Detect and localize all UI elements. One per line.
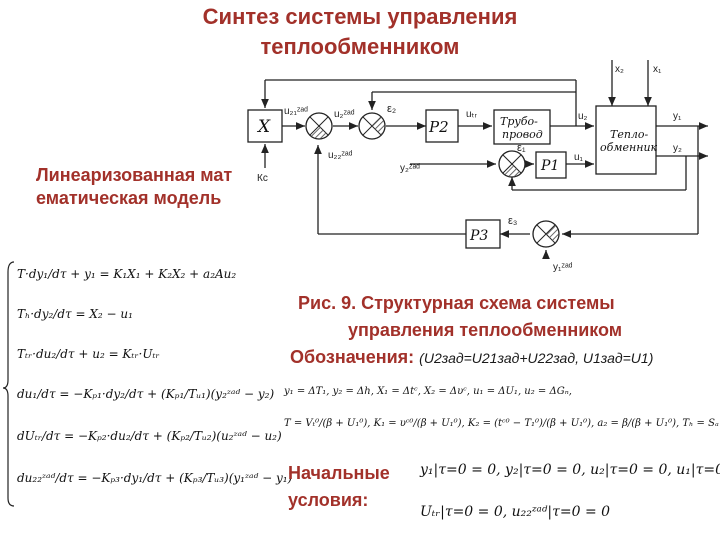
sig-u2: u₂ — [578, 111, 588, 122]
block-x — [247, 109, 283, 143]
caption-line-2: управления теплообменником — [348, 320, 623, 340]
sig-y2: y₂ — [673, 143, 682, 154]
sig-utr: uₜᵣ — [466, 109, 478, 120]
label-pipe-2: провод — [502, 128, 543, 141]
title-line-1: Синтез системы управления — [202, 4, 518, 29]
sig-y1: y₁ — [673, 111, 682, 122]
substitution-1: y₁ = ΔT₁, y₂ = Δh, X₁ = Δtᶜ, X₂ = Δυᶜ, u… — [283, 386, 572, 397]
label-x: X — [256, 117, 271, 137]
label-pipe-1: Трубо- — [500, 115, 538, 128]
block-p3 — [465, 219, 501, 249]
model-label: Линеаризованная математическая модель — [36, 165, 233, 208]
sig-eps2: ε₂ — [387, 103, 396, 115]
label-hx-1: Тепло- — [610, 128, 649, 141]
substitution-2: T = Vₜ⁰/(β + U₁⁰), K₁ = υᶜ⁰/(β + U₁⁰), K… — [284, 418, 719, 429]
notation: Обозначения: (U2зад=U21зад+U22зад, U1зад… — [290, 344, 718, 370]
sig-x1: x₁ — [653, 64, 662, 75]
equation-1: T·dy₁/dτ + y₁ = K₁X₁ + K₂X₂ + a₂Au₂ — [17, 267, 236, 281]
label-p2: P2 — [428, 118, 449, 136]
block-p2 — [425, 109, 459, 143]
block-pipeline — [493, 109, 551, 145]
sig-u2zad: u₂ᶻᵃᵈ — [334, 109, 355, 120]
label-p1: P1 — [540, 158, 559, 174]
block-p1 — [535, 151, 567, 179]
page-title: Синтез системы управления теплообменнико… — [110, 2, 610, 62]
sig-eps3: ε₃ — [508, 215, 517, 227]
sig-y2zad: y₂ᶻᵃᵈ — [400, 163, 420, 174]
caption-line-1: Рис. 9. Структурная схема системы — [298, 293, 615, 313]
sig-eps1: ε₁ — [517, 142, 526, 154]
notation-label: Обозначения: — [290, 347, 415, 367]
title-line-2: теплообменником — [260, 34, 460, 59]
equations-system: T·dy₁/dτ + y₁ = K₁X₁ + K₂X₂ + a₂Au₂ Tₕ·d… — [2, 261, 293, 507]
block-heat-exchanger — [595, 105, 657, 175]
equation-4: du₁/dτ = −Kₚ₁·dy₂/dτ + (Kₚ₁/Tᵤ₁)(y₂ᶻᵃᵈ −… — [17, 387, 274, 401]
equation-6: du₂₂ᶻᵃᵈ/dτ = −Kₚ₃·dy₁/dτ + (Kₚ₃/Tᵤ₃)(y₁ᶻ… — [17, 471, 293, 485]
sig-x2: x₂ — [615, 64, 624, 75]
label-p3: P3 — [469, 228, 488, 244]
label-hx-2: обменник — [600, 141, 658, 154]
equation-5: dUₜᵣ/dτ = −Kₚ₂·du₂/dτ + (Kₚ₂/Tᵤ₂)(u₂ᶻᵃᵈ … — [17, 429, 282, 443]
figure-caption: Рис. 9. Структурная схема системы управл… — [298, 290, 718, 344]
notation-formula: (U2зад=U21зад+U22зад, U1зад=U1) — [419, 350, 654, 366]
equation-3: Tₜᵣ·du₂/dτ + u₂ = Kₜᵣ·Uₜᵣ — [17, 347, 160, 361]
sig-kc: Кс — [257, 173, 268, 184]
initial-conditions-label: Начальные условия: — [288, 463, 390, 510]
equation-2: Tₕ·dy₂/dτ = X₂ − u₁ — [17, 307, 133, 321]
sig-u22: u₂₂ᶻᵃᵈ — [328, 150, 353, 161]
initial-conditions: y₁|τ=0 = 0, y₂|τ=0 = 0, u₂|τ=0 = 0, u₁|τ… — [419, 462, 720, 520]
sig-u1: u₁ — [574, 152, 584, 163]
sig-y1zad: y₁ᶻᵃᵈ — [553, 262, 573, 273]
substitutions: y₁ = ΔT₁, y₂ = Δh, X₁ = Δtᶜ, X₂ = Δυᶜ, u… — [283, 386, 719, 429]
initial-condition-2: Uₜᵣ|τ=0 = 0, u₂₂ᶻᵃᵈ|τ=0 = 0 — [420, 504, 610, 520]
initial-condition-1: y₁|τ=0 = 0, y₂|τ=0 = 0, u₂|τ=0 = 0, u₁|τ… — [419, 462, 720, 478]
sig-u21: u₂₁ᶻᵃᵈ — [284, 106, 308, 117]
